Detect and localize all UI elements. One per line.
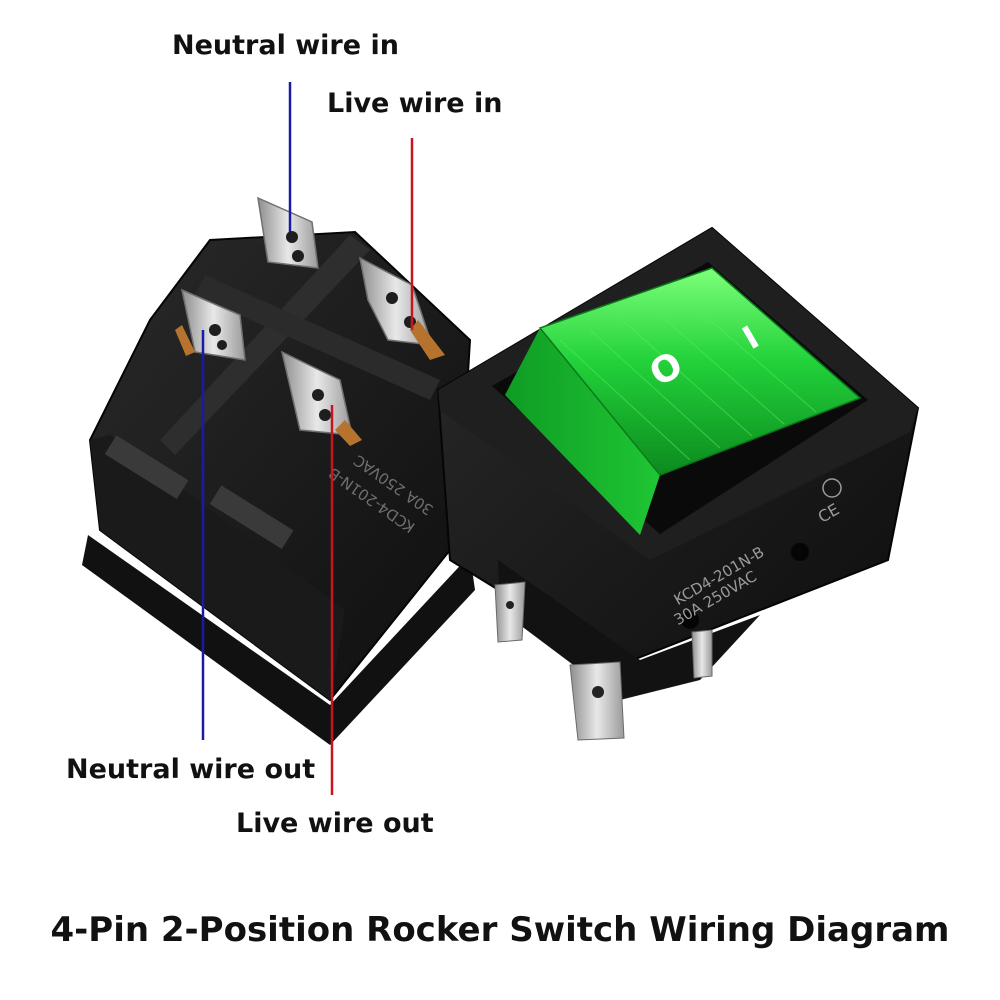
rocker-button[interactable] xyxy=(538,267,862,476)
front-switch-hole xyxy=(791,543,809,561)
rocker-side xyxy=(505,328,660,535)
rocker-texture xyxy=(559,293,817,461)
back-switch: KCD4-201N-B 30A 250VAC xyxy=(82,196,475,745)
label-live-wire-out: Live wire out xyxy=(236,808,434,839)
label-live-wire-in: Live wire in xyxy=(327,88,503,119)
back-switch-flange xyxy=(82,535,475,745)
back-switch-clip xyxy=(209,485,294,550)
back-switch-front-face xyxy=(90,435,345,700)
front-terminal-middle xyxy=(569,661,625,741)
back-switch-rib xyxy=(195,275,440,400)
terminal-top-left xyxy=(257,196,319,269)
label-neutral-wire-out: Neutral wire out xyxy=(66,754,316,785)
label-neutral-wire-in: Neutral wire in xyxy=(172,30,399,61)
front-terminal-right xyxy=(691,629,713,679)
terminal-bottom-right xyxy=(280,350,362,446)
front-switch-hole xyxy=(681,611,699,629)
diagram-title: 4-Pin 2-Position Rocker Switch Wiring Di… xyxy=(50,910,950,950)
terminal-top-right xyxy=(358,256,445,360)
back-switch-rib xyxy=(160,235,370,455)
back-switch-clip xyxy=(104,435,189,500)
terminal-bottom-left xyxy=(175,288,246,361)
cqc-mark-icon xyxy=(822,478,842,498)
front-switch: O I KCD4-201N-B 30A 250VAC CE xyxy=(436,226,920,741)
front-terminal-left xyxy=(494,581,526,643)
